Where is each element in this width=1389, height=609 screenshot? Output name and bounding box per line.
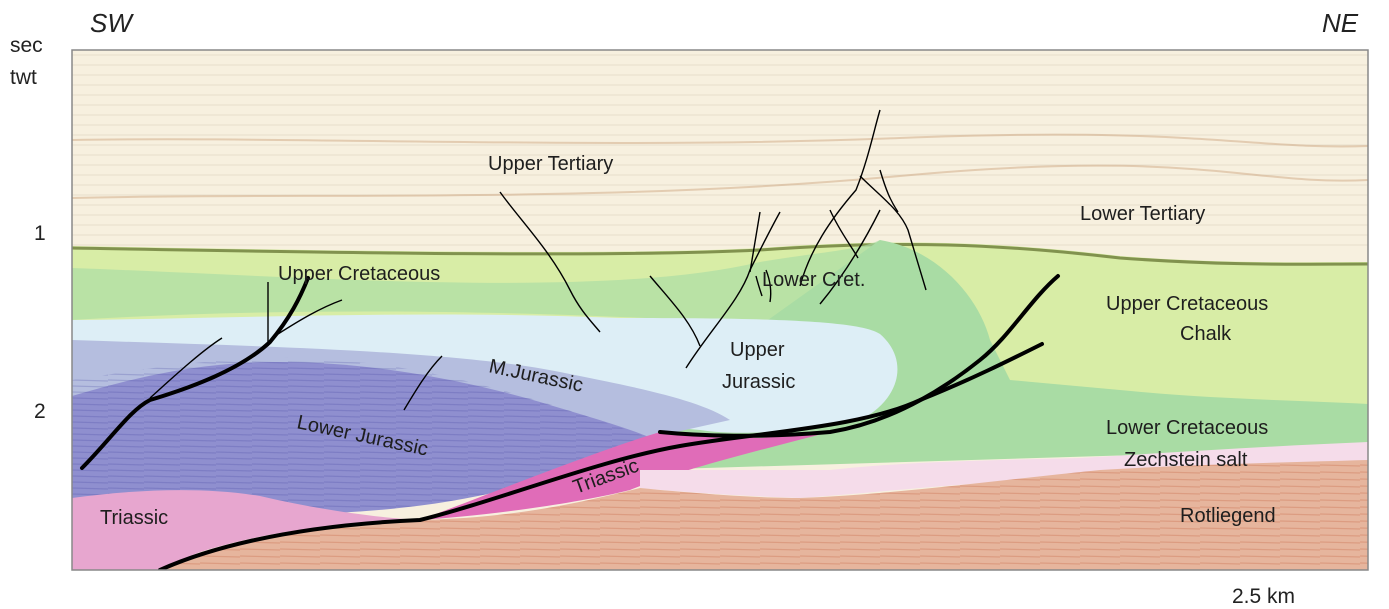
label-upper-jurassic-2: Jurassic xyxy=(722,371,795,393)
label-upper-tertiary: Upper Tertiary xyxy=(488,153,613,175)
label-rotliegend: Rotliegend xyxy=(1180,505,1276,527)
label-lower-cret: Lower Cret. xyxy=(762,269,865,291)
label-lower-tertiary: Lower Tertiary xyxy=(1080,203,1205,225)
label-upper-cretaceous-chalk-1: Upper Cretaceous xyxy=(1106,293,1268,315)
label-zechstein-salt: Zechstein salt xyxy=(1124,449,1248,471)
label-lower-cretaceous: Lower Cretaceous xyxy=(1106,417,1268,439)
label-upper-jurassic-1: Upper xyxy=(730,339,785,361)
label-triassic-left: Triassic xyxy=(100,507,168,529)
label-upper-cretaceous: Upper Cretaceous xyxy=(278,263,440,285)
label-upper-cretaceous-chalk-2: Chalk xyxy=(1180,323,1232,345)
